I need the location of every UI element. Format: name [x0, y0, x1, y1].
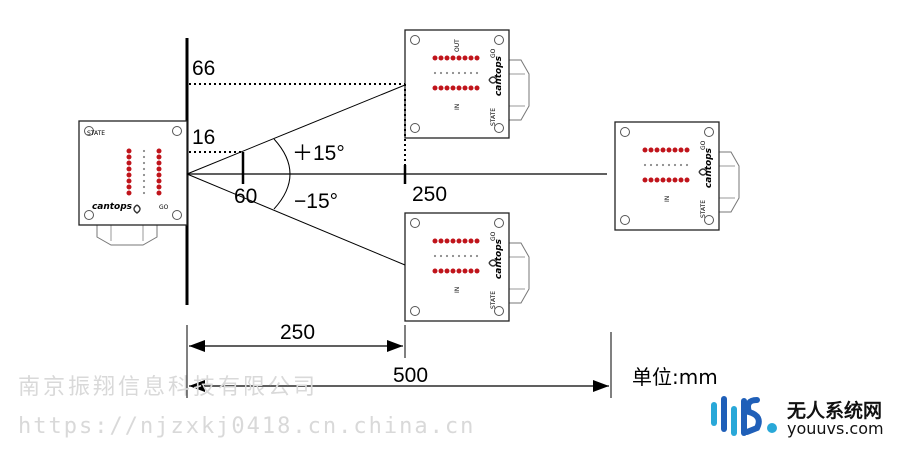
- angle-arc: [273, 138, 291, 210]
- sensor-lower-brand: cantops: [494, 238, 504, 279]
- sensor-right-brand: cantops: [704, 147, 714, 188]
- sensor-upper-out: OUT: [454, 39, 461, 52]
- dim-250-arrow-right: [387, 340, 403, 352]
- sensor-lower-go: GO: [490, 231, 497, 241]
- sensor-left-go: GO: [159, 204, 169, 211]
- dim-500-arrow-left: [189, 380, 205, 392]
- sensor-lower-in: IN: [454, 287, 461, 293]
- sensor-right-go: GO: [700, 140, 707, 150]
- label-250-axis: 250: [412, 183, 448, 206]
- sensor-upper-brand: cantops: [494, 55, 504, 96]
- sensor-upper-go: GO: [490, 48, 497, 58]
- logo-name-en: youuvs.com: [787, 419, 884, 438]
- label-minus-15-deg: −15°: [294, 190, 339, 213]
- beam-upper-edge: [186, 84, 406, 175]
- youuvs-logo-icon: [711, 396, 777, 436]
- sensor-lower-state: STATE: [490, 291, 497, 309]
- label-dim-500: 500: [393, 364, 429, 387]
- label-60: 60: [234, 185, 258, 208]
- label-dim-250: 250: [280, 321, 316, 344]
- lower-target-sensor: cantops IN GO STATE: [404, 212, 530, 322]
- logo-name-cn: 无人系统网: [787, 400, 883, 422]
- dim-250-arrow-left: [189, 340, 205, 352]
- emitting-sensor: cantops STATE GO: [78, 120, 188, 246]
- sensor-left-brand: cantops: [92, 202, 133, 212]
- beam-lower-edge: [186, 173, 406, 266]
- watermark-company: 南京振翔信息科技有限公司: [18, 375, 319, 400]
- label-66: 66: [192, 57, 216, 80]
- sensor-upper-in: IN: [454, 104, 461, 110]
- upper-target-sensor: cantops OUT IN GO STATE: [404, 29, 530, 139]
- watermark-url: https://njzxkj0418.cn.china.cn: [18, 414, 476, 439]
- label-plus-15-deg: ＋15°: [292, 142, 345, 165]
- sensor-right-state: STATE: [700, 200, 707, 218]
- sensor-upper-state: STATE: [490, 108, 497, 126]
- sensor-left-state: STATE: [87, 130, 105, 137]
- right-target-sensor: cantops IN GO STATE: [614, 121, 740, 231]
- dim-500-arrow-right: [593, 380, 609, 392]
- sensor-right-in: IN: [664, 196, 671, 202]
- unit-label: 单位:mm: [632, 365, 718, 389]
- label-16: 16: [192, 126, 216, 149]
